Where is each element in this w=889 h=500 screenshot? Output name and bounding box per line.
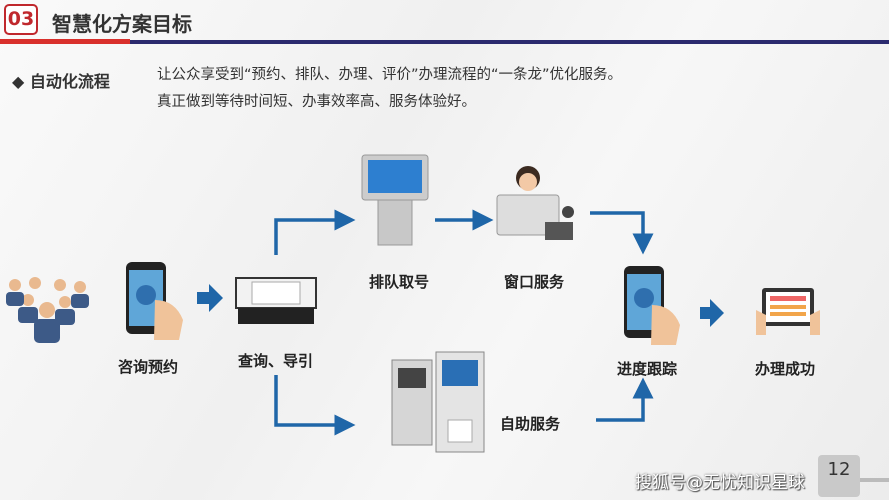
description-line-2: 真正做到等待时间短、办事效率高、服务体验好。 [157,94,476,110]
section-number-badge: 03 [4,4,38,35]
step-consult-label: 咨询预约 [118,358,179,376]
people-group-icon [6,277,89,343]
arrow-track-to-done [700,299,724,327]
page-title: 智慧化方案目标 [52,12,192,36]
smartphone-icon [126,262,183,340]
navy-divider [130,40,889,44]
step-guide-label: 查询、导引 [238,352,314,370]
red-divider [0,39,130,44]
bullet-label: 自动化流程 [29,72,110,91]
step-done-label: 办理成功 [755,360,816,378]
window-service-icon [496,166,574,240]
self-service-machines-icon [391,351,485,453]
queue-kiosk-icon [361,154,429,246]
arrow-self-to-track [596,377,654,422]
step-queue-label: 排队取号 [369,273,430,291]
watermark: 搜狐号@无忧知识星球 [635,473,805,493]
arrow-consult-to-guide [197,284,223,312]
step-window-label: 窗口服务 [504,273,565,291]
diamond-icon: ◆ [12,72,25,91]
page-number: 12 [818,455,860,497]
tablet-success-icon [756,288,820,335]
arrow-down-to-self [274,375,356,436]
tracking-phone-icon [624,266,680,345]
arrow-window-to-track [590,211,654,255]
step-self-service-label: 自助服务 [500,415,561,433]
step-track-label: 进度跟踪 [617,360,678,378]
description-line-1: 让公众享受到“预约、排队、办理、评价”办理流程的“一条龙”优化服务。 [157,67,623,83]
document-scanner-icon [235,277,317,324]
arrow-up-to-queue [274,209,356,255]
page-line [860,478,889,482]
bullet-heading: ◆ 自动化流程 [12,68,110,92]
